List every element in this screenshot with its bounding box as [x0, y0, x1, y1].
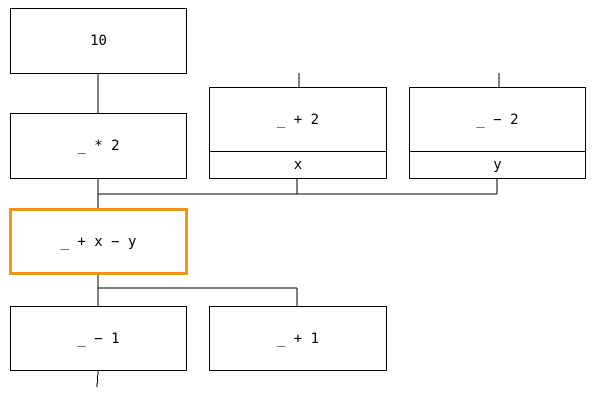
node-expression[interactable]: 10 — [90, 33, 107, 49]
wire-minus1-output-stub — [96, 370, 99, 388]
output-port-x[interactable]: x — [210, 151, 386, 178]
node-plus-2[interactable]: _ + 2 x — [209, 87, 387, 179]
node-expression[interactable]: _ − 1 — [77, 330, 120, 347]
node-minus-1[interactable]: _ − 1 — [10, 306, 187, 371]
output-port-y[interactable]: y — [410, 151, 585, 178]
node-expression[interactable]: _ − 2 — [476, 111, 519, 128]
node-expression[interactable]: _ + 2 — [276, 111, 320, 128]
node-minus-2[interactable]: _ − 2 y — [409, 87, 586, 179]
node-expression[interactable]: _ * 2 — [77, 138, 120, 154]
node-times-2[interactable]: _ * 2 — [10, 113, 187, 179]
node-constant-10[interactable]: 10 — [10, 8, 187, 74]
node-plus-1[interactable]: _ + 1 — [209, 306, 387, 371]
node-sum-selected[interactable]: _ + x − y — [9, 208, 188, 275]
node-expression[interactable]: _ + 1 — [276, 330, 320, 347]
node-expression[interactable]: _ + x − y — [60, 233, 137, 250]
